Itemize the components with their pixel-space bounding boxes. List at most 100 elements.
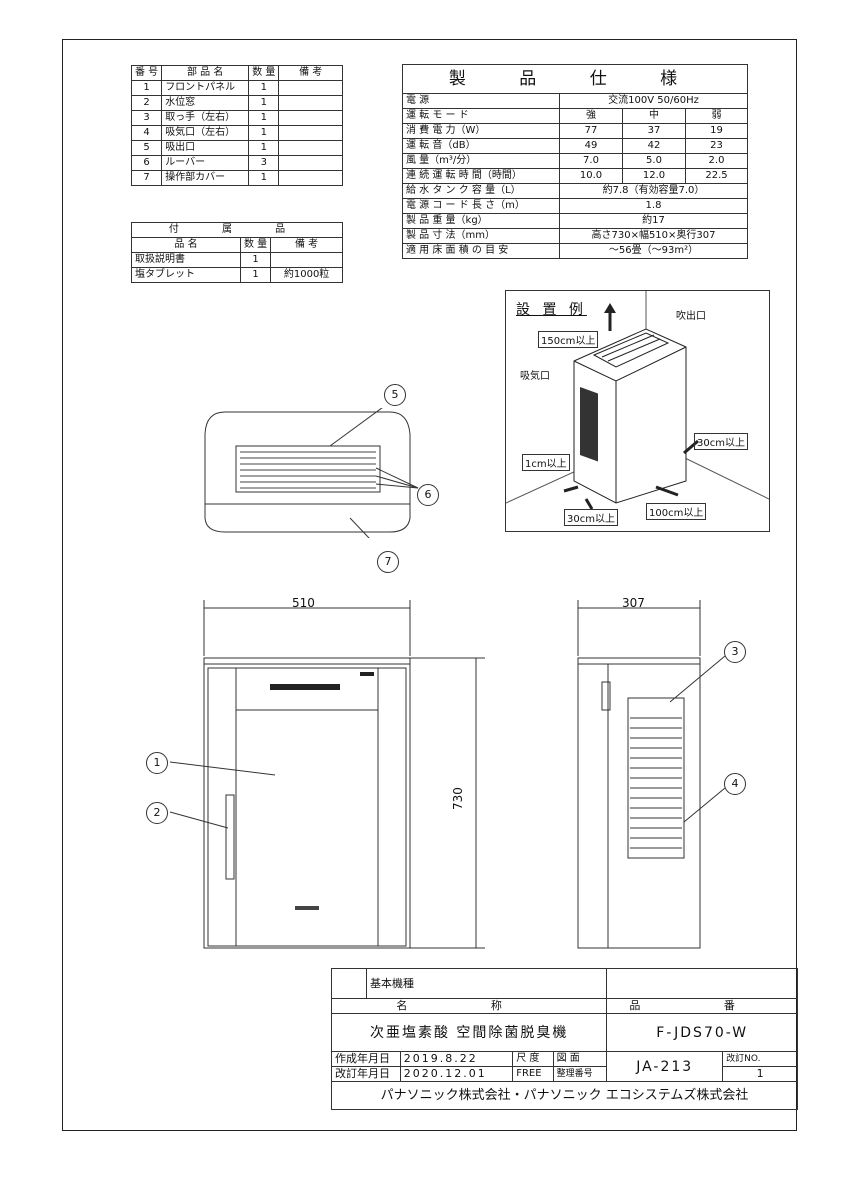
table-row: 電 源 コ ー ド 長 さ（m）1.8 [402, 198, 748, 214]
table-cell: 1 [248, 170, 280, 186]
table-row: 製 品 重 量（kg）約17 [402, 213, 748, 229]
revision-number: 1 [722, 1066, 798, 1082]
table-cell: 1 [248, 125, 280, 141]
revision-label: 改訂NO. [722, 1051, 798, 1067]
table-cell: 取扱説明書 [131, 252, 241, 268]
table-cell: 取っ手（左右） [161, 110, 250, 126]
table-cell: 1 [239, 252, 272, 268]
table-cell: フロントパネル [161, 80, 250, 96]
callout-3: 3 [724, 641, 746, 663]
drawing-label: 図 面 [552, 1051, 608, 1067]
side-clearance-label: 1cm以上 [522, 454, 570, 471]
revised-date: 2020.12.01 [399, 1066, 514, 1082]
parts-header: 数 量 [248, 65, 280, 81]
bottom-clearance-label: 30cm以上 [564, 509, 618, 526]
table-cell: 1 [130, 80, 163, 96]
table-cell: 1 [248, 80, 280, 96]
install-title: 設 置 例 [516, 302, 587, 318]
width-dimension: 510 [292, 596, 315, 610]
spec-label: 連 続 運 転 時 間（時間） [402, 168, 560, 184]
parts-header: 番 号 [130, 65, 163, 81]
drawing-frame [62, 39, 797, 1131]
spec-value: ～56畳（～93m²） [559, 243, 748, 259]
table-cell: 3 [248, 155, 280, 171]
table-cell: 操作部カバー [161, 170, 250, 186]
parts-header: 備 考 [278, 65, 343, 81]
table-row: 適 用 床 面 積 の 目 安～56畳（～93m²） [402, 243, 748, 259]
number-header: 品 番 [606, 998, 798, 1014]
table-cell: 水位窓 [161, 95, 250, 111]
spec-value: 49 [559, 138, 623, 154]
spec-label: 給 水 タ ン ク 容 量（L） [402, 183, 560, 199]
accessories-header: 数 量 [239, 237, 272, 253]
front-clearance-label: 100cm以上 [646, 503, 707, 520]
depth-dimension: 307 [622, 596, 645, 610]
spec-value: 強 [559, 108, 623, 124]
spec-value: 19 [685, 123, 748, 139]
created-label: 作成年月日 [331, 1051, 401, 1067]
callout-6: 6 [417, 484, 439, 506]
table-cell: 吸気口（左右） [161, 125, 250, 141]
spec-value: 12.0 [622, 168, 686, 184]
side-view-drawing [577, 600, 726, 949]
table-cell: 5 [130, 140, 163, 156]
accessories-header: 品 名 [131, 237, 241, 253]
table-cell [278, 125, 343, 141]
spec-label: 運 転 モ ー ド [402, 108, 560, 124]
table-cell [278, 110, 343, 126]
callout-2: 2 [146, 802, 168, 824]
front-view-drawing [169, 600, 485, 949]
table-cell: 1 [248, 95, 280, 111]
spec-title: 製 品 仕 様 [402, 64, 748, 94]
table-row: 電 源交流100V 50/60Hz [402, 93, 748, 109]
spec-value: 2.0 [685, 153, 748, 169]
table-cell [278, 170, 343, 186]
table-cell: 7 [130, 170, 163, 186]
spec-value: 10.0 [559, 168, 623, 184]
title-block: 基本機種 名 称 品 番 次亜塩素酸 空間除菌脱臭機 F-JDS70-W 作成年… [330, 968, 798, 1110]
table-cell: 2 [130, 95, 163, 111]
table-cell [278, 95, 343, 111]
table-cell: 4 [130, 125, 163, 141]
table-cell: 約1000粒 [270, 267, 343, 283]
spec-value: 37 [622, 123, 686, 139]
spec-value: 高さ730×幅510×奥行307 [559, 228, 748, 244]
callout-7: 7 [377, 551, 399, 573]
spec-table: 製 品 仕 様 電 源交流100V 50/60Hz 運 転 モ ー ド強中弱 消… [402, 64, 748, 259]
spec-label: 消 費 電 力（W） [402, 123, 560, 139]
top-view-drawing [204, 408, 419, 538]
spec-value: 弱 [685, 108, 748, 124]
table-cell: 1 [239, 267, 272, 283]
spec-label: 電 源 コ ー ド 長 さ（m） [402, 198, 560, 214]
callout-1: 1 [146, 752, 168, 774]
spec-value: 約17 [559, 213, 748, 229]
spec-label: 電 源 [402, 93, 560, 109]
table-cell [270, 252, 343, 268]
revised-label: 改訂年月日 [331, 1066, 401, 1082]
spec-value: 1.8 [559, 198, 748, 214]
outlet-label: 吹出口 [676, 311, 706, 322]
product-number: F-JDS70-W [606, 1013, 798, 1052]
scale-label: 尺 度 [512, 1051, 554, 1067]
spec-label: 適 用 床 面 積 の 目 安 [402, 243, 560, 259]
product-name: 次亜塩素酸 空間除菌脱臭機 [330, 1013, 608, 1052]
table-cell: 6 [130, 155, 163, 171]
spec-value: 23 [685, 138, 748, 154]
basic-model-label: 基本機種 [365, 968, 608, 999]
right-clearance-label: 30cm以上 [694, 433, 748, 450]
name-header: 名 称 [330, 998, 608, 1014]
spec-value: 77 [559, 123, 623, 139]
table-cell: 吸出口 [161, 140, 250, 156]
spec-value: 7.0 [559, 153, 623, 169]
